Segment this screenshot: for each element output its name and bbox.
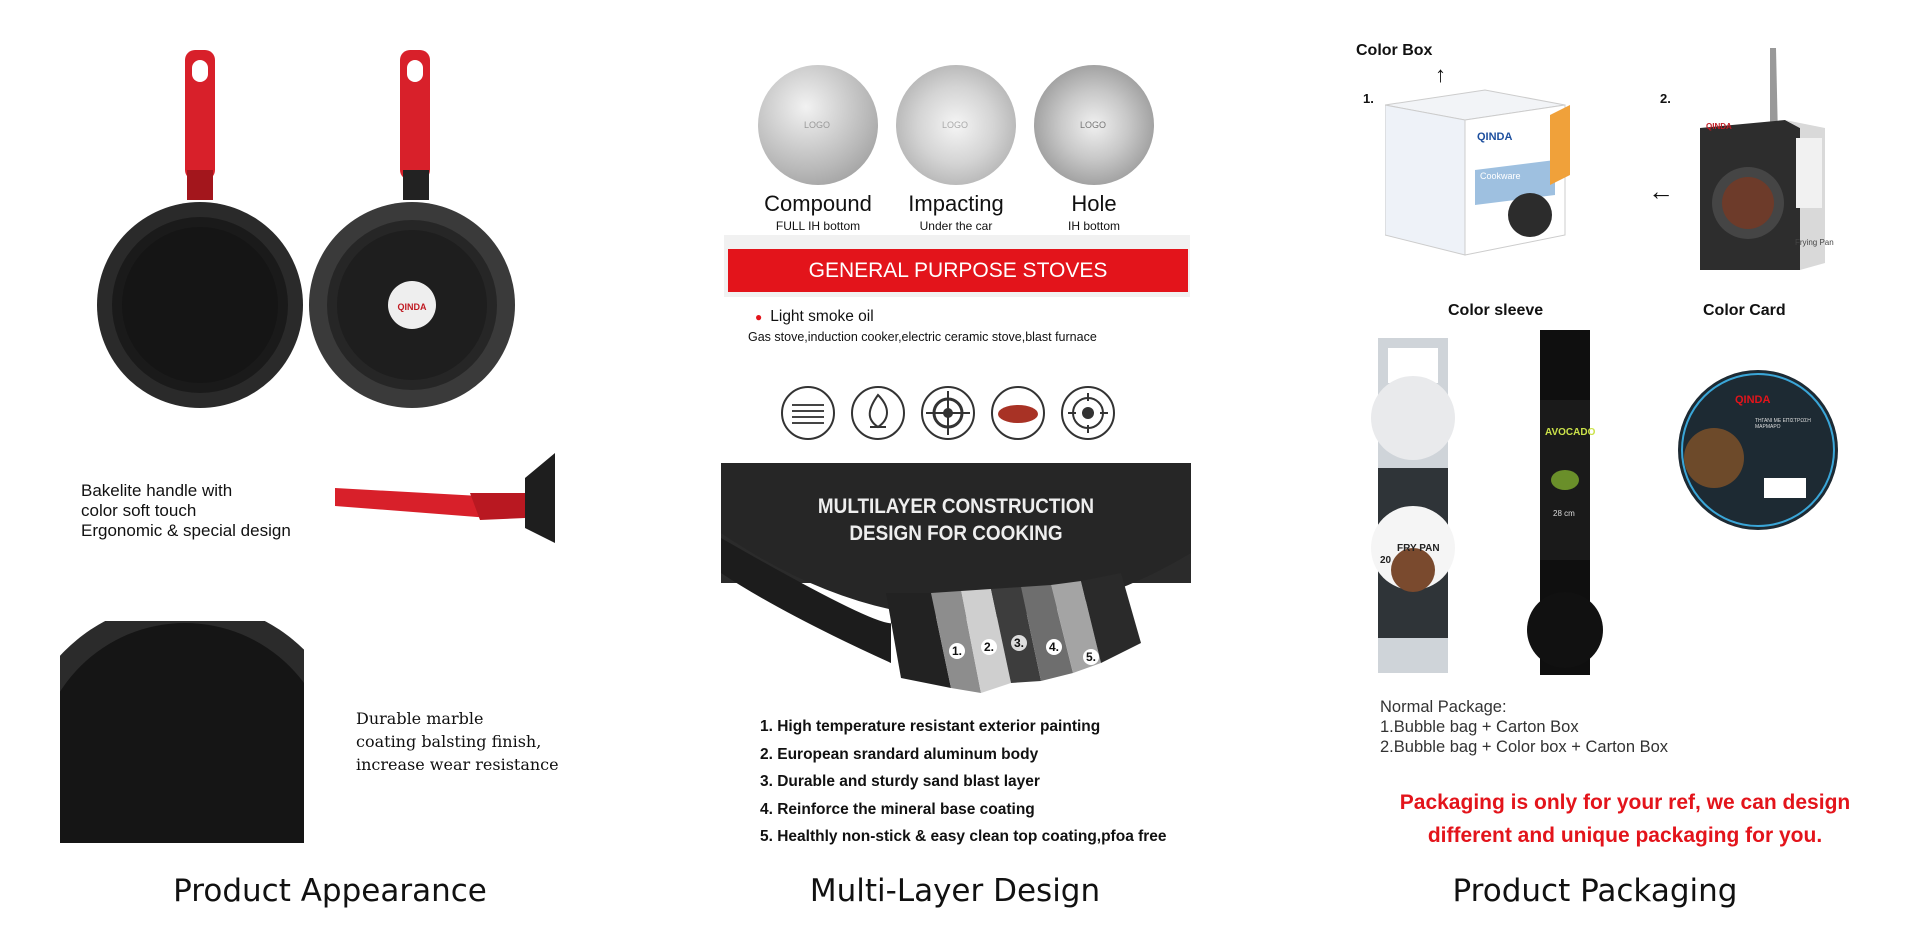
base-impacting-name: Impacting xyxy=(908,191,1004,216)
base-hole-logo: LOGO xyxy=(1080,120,1107,130)
layer-number-5: 5. xyxy=(1083,649,1099,665)
color-sleeve-image-1 xyxy=(1371,338,1455,673)
color-box-title: Color Box xyxy=(1356,42,1433,59)
handle-description: Bakelite handle with color soft touch Er… xyxy=(81,481,291,541)
pan-display-box-image xyxy=(1700,48,1825,270)
caption-product-appearance: Product Appearance xyxy=(173,873,487,909)
handle-line-2: color soft touch xyxy=(81,501,197,520)
sleeve-2-size: 28 cm xyxy=(1553,509,1575,518)
package-option-2-number: 2. xyxy=(1660,91,1671,106)
display-box-label: Frying Pan xyxy=(1795,238,1834,247)
sleeve-1-size: 20 xyxy=(1380,555,1392,566)
coating-line-1: Durable marble xyxy=(356,709,484,728)
coating-line-3: increase wear resistance xyxy=(356,755,559,774)
gas-flame-icon xyxy=(851,386,905,440)
layer-list: 1. High temperature resistant exterior p… xyxy=(760,718,1167,856)
handle-detail-image xyxy=(335,453,555,543)
color-box-image xyxy=(1385,89,1570,256)
handle-line-1: Bakelite handle with xyxy=(81,481,233,500)
display-box-brand: QINDA xyxy=(1706,122,1732,131)
construction-title: MULTILAYER CONSTRUCTION DESIGN FOR COOKI… xyxy=(745,493,1168,547)
base-impacting-disc: LOGO xyxy=(896,65,1016,185)
color-sleeve-image-2 xyxy=(1527,330,1603,675)
caption-multi-layer-design: Multi-Layer Design xyxy=(809,873,1101,909)
base-impacting-logo: LOGO xyxy=(942,120,969,130)
multilayer-cross-section: MULTILAYER CONSTRUCTION DESIGN FOR COOKI… xyxy=(721,463,1191,693)
stove-types: Gas stove,induction cooker,electric cera… xyxy=(748,330,1097,344)
pan-bottom-image: QINDA xyxy=(309,50,515,408)
layer-item-4: 4. Reinforce the mineral base coating xyxy=(760,800,1035,818)
handle-line-3: Ergonomic & special design xyxy=(81,521,291,540)
layer-item-2: 2. European srandard aluminum body xyxy=(760,745,1039,763)
red-bullet-icon: ● xyxy=(755,310,763,324)
base-impacting: LOGO xyxy=(896,65,1016,185)
up-arrow-icon: ↑ xyxy=(1435,62,1446,87)
normal-package-option-2: 2.Bubble bag + Color box + Carton Box xyxy=(1380,738,1669,756)
layer-number-1: 1. xyxy=(949,643,965,659)
stoves-banner: GENERAL PURPOSE STOVES xyxy=(728,249,1188,292)
packaging-notice-line-1: Packaging is only for your ref, we can d… xyxy=(1399,791,1851,814)
normal-package-title: Normal Package: xyxy=(1380,698,1507,716)
blast-furnace-icon xyxy=(1061,386,1115,440)
sleeve-2-label: AVOCADO xyxy=(1545,427,1596,438)
base-compound-logo: LOGO xyxy=(804,120,831,130)
color-box-brand: QINDA xyxy=(1477,131,1513,143)
package-option-1-number: 1. xyxy=(1363,91,1374,106)
electric-ceramic-plate-icon xyxy=(991,386,1045,440)
pan-inside-image xyxy=(97,50,303,408)
pan-brand-logo: QINDA xyxy=(398,302,428,312)
layer-number-3: 3. xyxy=(1011,635,1027,651)
base-compound-name: Compound xyxy=(764,191,872,216)
coating-description: Durable marble coating balsting finish, … xyxy=(356,707,559,776)
packaging-notice-line-2: different and unique packaging for you. xyxy=(1427,824,1823,847)
normal-package-info: Normal Package: 1.Bubble bag + Carton Bo… xyxy=(1380,697,1668,757)
coating-closeup-image xyxy=(60,621,304,843)
color-card-text: ΤΗΓΑΝΙ ΜΕ ΕΠΙΣΤΡΩΣΗ ΜΑΡΜΑΡΟ xyxy=(1755,418,1811,430)
base-compound-disc: LOGO xyxy=(758,65,878,185)
stove-icons-row xyxy=(781,386,1115,440)
sleeve-1-label: FRY PAN xyxy=(1397,543,1440,554)
caption-product-packaging: Product Packaging xyxy=(1452,873,1738,909)
base-impacting-sub: Under the car xyxy=(919,219,993,233)
pan-pair-image: QINDA xyxy=(97,50,515,408)
construction-title-line-2: DESIGN FOR COOKING xyxy=(849,522,1063,545)
layer-item-1: 1. High temperature resistant exterior p… xyxy=(760,718,1101,735)
left-arrow-icon: ← xyxy=(1648,176,1674,206)
induction-coil-icon xyxy=(781,386,835,440)
color-box-label: Cookware xyxy=(1480,171,1521,181)
base-hole-sub: IH bottom xyxy=(1067,219,1121,233)
gas-burner-grate-icon xyxy=(921,386,975,440)
construction-title-line-1: MULTILAYER CONSTRUCTION xyxy=(817,495,1095,518)
color-card-brand: QINDA xyxy=(1735,394,1771,406)
oil-text: Light smoke oil xyxy=(770,308,874,325)
layer-number-2: 2. xyxy=(981,639,997,655)
base-hole-name: Hole xyxy=(1071,191,1117,216)
layer-number-4: 4. xyxy=(1046,639,1062,655)
oil-line: ● Light smoke oil xyxy=(755,308,874,326)
base-hole: LOGO xyxy=(1034,65,1154,185)
packaging-notice: Packaging is only for your ref, we can d… xyxy=(1355,786,1895,852)
color-card-title: Color Card xyxy=(1703,302,1786,319)
base-hole-disc: LOGO xyxy=(1034,65,1154,185)
base-compound-sub: FULL IH bottom xyxy=(775,219,861,233)
base-compound: LOGO xyxy=(758,65,878,185)
normal-package-option-1: 1.Bubble bag + Carton Box xyxy=(1380,718,1579,736)
coating-line-2: coating balsting finish, xyxy=(356,732,542,751)
layer-item-5: 5. Healthly non-stick & easy clean top c… xyxy=(760,828,1167,845)
color-card-image xyxy=(1678,370,1838,530)
layer-item-3: 3. Durable and sturdy sand blast layer xyxy=(760,773,1040,790)
color-sleeve-title: Color sleeve xyxy=(1448,302,1544,319)
